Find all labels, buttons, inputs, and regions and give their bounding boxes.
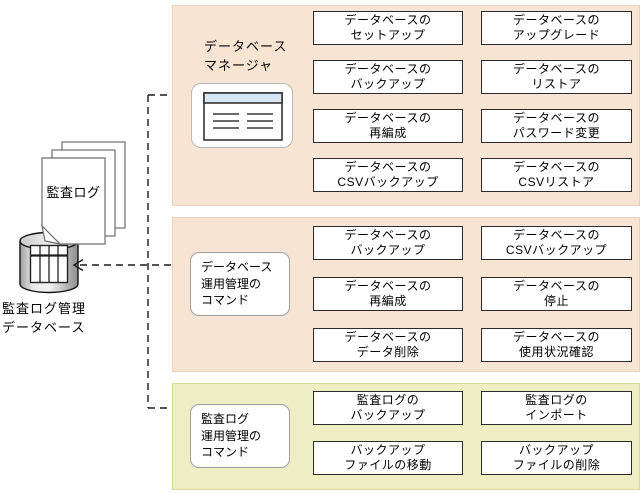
audit-db-label-line1: 監査ログ管理: [2, 301, 87, 316]
table-grid-icon: [29, 244, 69, 284]
audit-db-label: 監査ログ管理 データベース: [2, 299, 86, 337]
cmd2-db-stop: データベースの停止: [481, 277, 632, 311]
panel-database-manager: データベース マネージャ データベースのセットアップ データベースのアップグレー…: [172, 5, 640, 206]
command-db-setup: データベースのセットアップ: [313, 11, 463, 45]
cmd2-db-usage-check: データベースの使用状況確認: [481, 328, 632, 362]
command-grid-auditlog-operation: 監査ログのバックアップ 監査ログのインポート バックアップファイルの移動 バック…: [313, 391, 632, 475]
db-operation-commands-label: データベース 運用管理の コマンド: [190, 252, 290, 316]
command-db-backup: データベースのバックアップ: [313, 60, 463, 94]
cmd3-backupfile-delete: バックアップファイルの削除: [481, 441, 632, 475]
documents-icon: [41, 141, 126, 245]
audit-log-label: 監査ログ: [46, 185, 101, 200]
command-grid-database-manager: データベースのセットアップ データベースのアップグレード データベースのバックア…: [313, 11, 632, 192]
database-manager-label: データベース マネージャ: [204, 39, 288, 73]
auditlog-operation-commands-label: 監査ログ 運用管理の コマンド: [190, 404, 290, 468]
cmd2-db-data-delete: データベースのデータ削除: [313, 328, 463, 362]
cmd3-backupfile-move: バックアップファイルの移動: [313, 441, 463, 475]
panel-auditlog-operation-commands: 監査ログ 運用管理の コマンド 監査ログのバックアップ 監査ログのインポート バ…: [172, 383, 640, 490]
cmd2-db-backup: データベースのバックアップ: [313, 226, 463, 260]
cmd3-auditlog-import: 監査ログのインポート: [481, 391, 632, 425]
audit-db-label-line2: データベース: [2, 320, 86, 335]
command-db-reorganize: データベースの再編成: [313, 109, 463, 143]
command-db-restore: データベースのリストア: [481, 60, 632, 94]
command-db-password-change: データベースのパスワード変更: [481, 109, 632, 143]
window-icon: [191, 83, 293, 148]
arrow-head-icon: [72, 258, 84, 272]
cmd3-auditlog-backup: 監査ログのバックアップ: [313, 391, 463, 425]
dashed-connector-lines: [80, 94, 171, 409]
command-db-upgrade: データベースのアップグレード: [481, 11, 632, 45]
cmd2-db-reorganize: データベースの再編成: [313, 277, 463, 311]
